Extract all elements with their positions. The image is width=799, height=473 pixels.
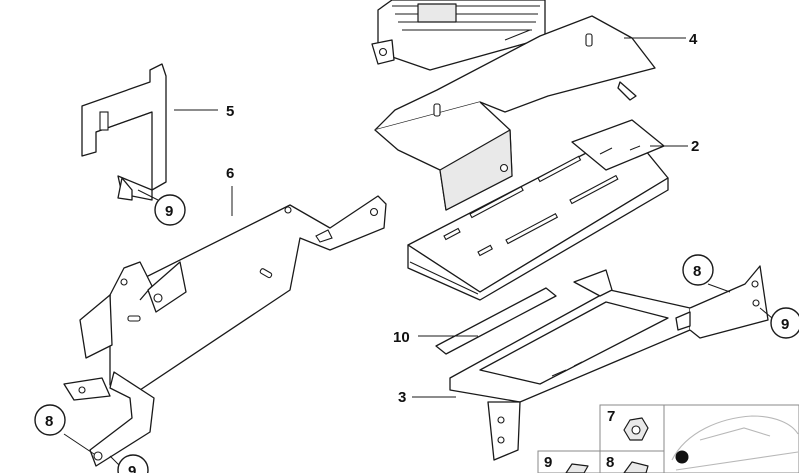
svg-text:9: 9 <box>128 463 136 473</box>
callout-9-small-bracket: 9 <box>154 194 186 226</box>
callout-3: 3 <box>398 389 406 406</box>
callout-9-left: 9 <box>117 454 149 473</box>
callout-8-right: 8 <box>682 254 714 286</box>
callout-6: 6 <box>226 165 234 182</box>
callout-4: 4 <box>689 31 698 48</box>
svg-text:8: 8 <box>693 263 701 280</box>
nut-icon <box>623 417 649 441</box>
callout-10: 10 <box>393 329 410 346</box>
clip-icon <box>565 463 589 473</box>
pad-strip <box>435 287 557 355</box>
leader-lines <box>63 37 773 467</box>
callout-8-left: 8 <box>34 404 66 436</box>
callout-9-inset: 9 <box>544 454 552 471</box>
module-box <box>407 119 669 301</box>
callout-7: 7 <box>607 408 615 425</box>
long-bracket <box>63 195 387 467</box>
lower-tray-bracket <box>449 265 769 461</box>
callout-2: 2 <box>691 138 699 155</box>
small-bracket <box>81 63 167 201</box>
callout-5: 5 <box>226 103 234 120</box>
svg-text:8: 8 <box>45 413 53 430</box>
control-unit <box>371 0 546 71</box>
svg-text:9: 9 <box>781 316 789 333</box>
svg-text:9: 9 <box>165 203 173 220</box>
inset-boxes <box>537 404 799 473</box>
callout-8-inset: 8 <box>606 454 614 471</box>
clip-nut-icon <box>623 461 649 473</box>
car-silhouette-icon <box>671 415 799 471</box>
callout-9-right: 9 <box>770 307 799 339</box>
